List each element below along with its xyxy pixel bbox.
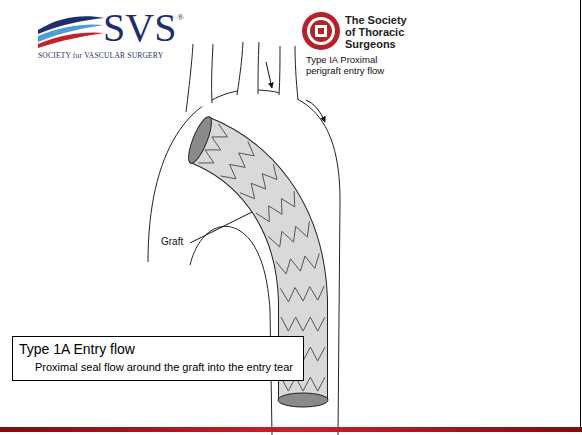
logo-text: The Society of Thoracic Surgeons xyxy=(345,14,417,50)
stent-ring xyxy=(220,141,254,178)
stent-ring xyxy=(276,253,319,274)
stent-ring xyxy=(256,191,295,221)
sts-seal xyxy=(302,12,340,50)
text-box: Type 1A Entry flowProximal seal flow aro… xyxy=(12,336,304,381)
logo-wordmark: SVS xyxy=(103,6,176,50)
branch-vessels xyxy=(186,42,298,112)
leader-line xyxy=(190,212,252,243)
svs-logo-swoosh xyxy=(38,16,104,48)
footer-bar xyxy=(0,427,582,432)
stent-ring xyxy=(268,221,309,247)
box-body: Proximal seal flow around the graft into… xyxy=(35,360,295,374)
stent-ring xyxy=(280,286,324,302)
slide-border xyxy=(580,0,581,427)
registered-mark: ® xyxy=(177,12,184,22)
part-label: Graft xyxy=(160,236,184,248)
callout-label: Type IA Proximal perigraft entry flow xyxy=(306,54,390,76)
stent-ring xyxy=(281,317,325,331)
logo-subtitle: SOCIETY for VASCULAR SURGERY xyxy=(38,51,163,60)
box-heading: Type 1A Entry flow xyxy=(19,341,295,358)
stent-ring xyxy=(240,164,277,199)
graft-end xyxy=(278,393,328,407)
graft-end xyxy=(184,114,216,166)
aorta-wall xyxy=(148,90,340,435)
